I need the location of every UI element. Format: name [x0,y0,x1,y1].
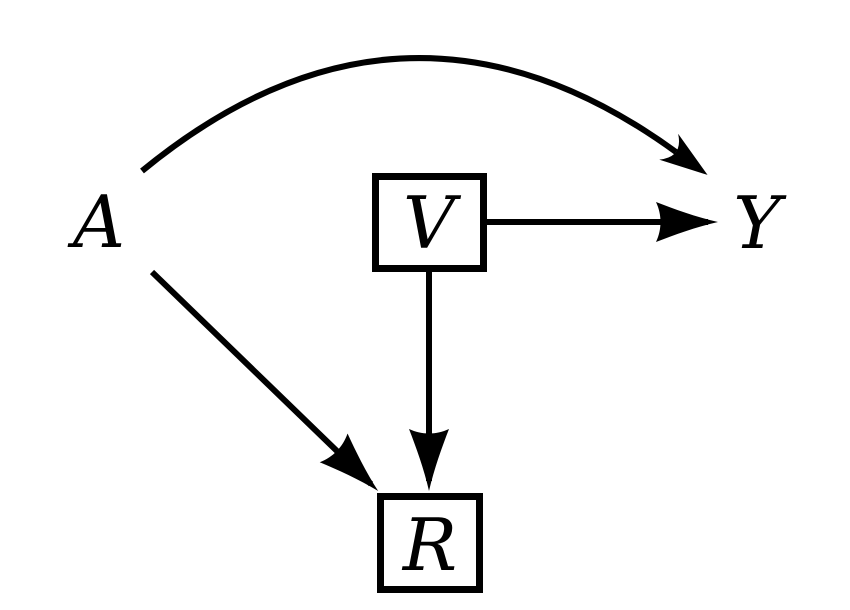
node-v-label: V [403,181,462,265]
node-y-label: Y [733,181,787,265]
node-r-box [377,493,483,593]
edge-a-to-y-arrow [140,55,708,175]
node-a-label: A [67,180,125,264]
node-v-box [372,173,487,272]
node-r-label: R [401,503,457,587]
edge-a-to-r-arrow [149,269,379,491]
